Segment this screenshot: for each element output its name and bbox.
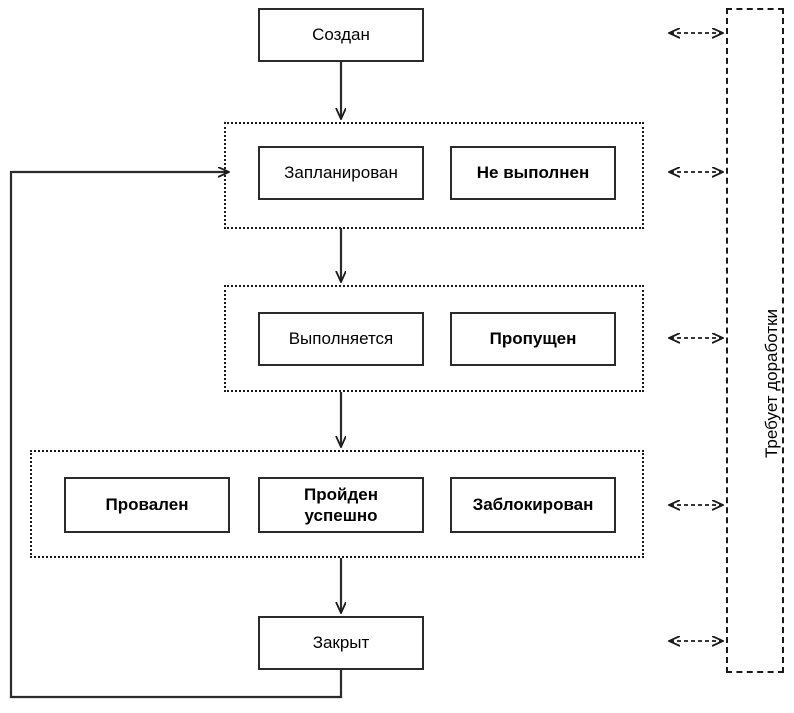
node-failed-label: Провален [105,495,189,515]
node-not-executed-label: Не выполнен [476,163,590,183]
node-planned[interactable]: Запланирован [258,146,424,200]
node-in-progress-label: Выполняется [288,329,394,349]
node-not-executed[interactable]: Не выполнен [450,146,616,200]
node-passed[interactable]: Пройден успешно [258,477,424,533]
node-passed-label-line2: успешно [304,506,378,525]
group-box-execution-stage [224,285,644,392]
node-skipped[interactable]: Пропущен [450,312,616,366]
node-closed[interactable]: Закрыт [258,616,424,670]
node-closed-label: Закрыт [312,633,370,653]
node-in-progress[interactable]: Выполняется [258,312,424,366]
node-created[interactable]: Создан [258,8,424,62]
node-planned-label: Запланирован [284,163,398,183]
group-box-result-stage [30,450,644,558]
connector-closed-loop-to-planned [9,172,343,699]
node-created-label: Создан [312,25,370,45]
node-blocked-label: Заблокирован [472,495,594,515]
node-blocked[interactable]: Заблокирован [450,477,616,533]
rework-panel [726,8,784,673]
node-failed[interactable]: Провален [64,477,230,533]
rework-panel-label: Требует доработки [762,308,781,458]
node-passed-label-line1: Пройден [304,484,378,504]
node-skipped-label: Пропущен [489,329,577,349]
